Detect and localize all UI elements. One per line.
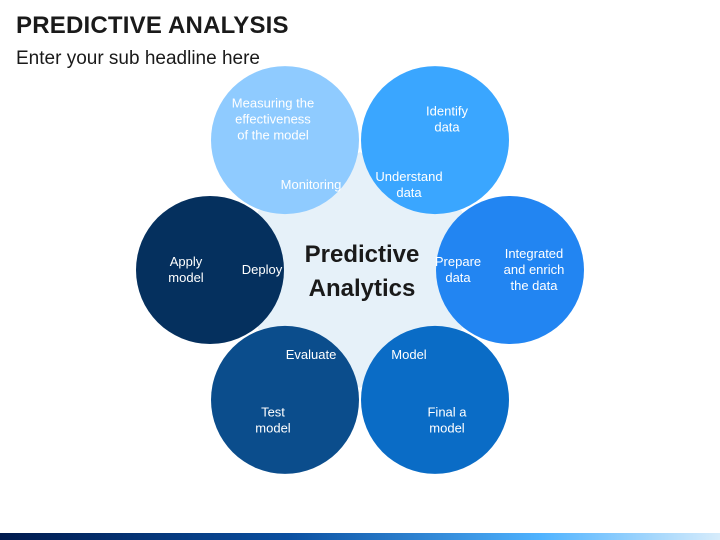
outer-label-line: model xyxy=(429,421,465,436)
inner-label-line: data xyxy=(396,185,422,200)
circle-deploy-fill xyxy=(136,196,284,344)
outer-label-line: model xyxy=(168,270,204,285)
inner-label-line: Understand xyxy=(375,169,442,184)
page-subtitle: Enter your sub headline here xyxy=(16,48,260,69)
circle-monitoring-fill xyxy=(211,66,359,215)
outer-label-line: Test xyxy=(261,405,285,420)
inner-label-line: Deploy xyxy=(242,262,283,277)
inner-label-line: Monitoring xyxy=(281,177,342,192)
outer-label-line: the data xyxy=(511,278,559,293)
outer-label-line: Final a xyxy=(427,405,467,420)
outer-label-line: Measuring the xyxy=(232,95,314,110)
circle-understand-fill xyxy=(361,66,509,215)
inner-label-line: data xyxy=(445,270,471,285)
outer-label-line: and enrich xyxy=(504,262,565,277)
circle-monitoring-inner-label: Monitoring xyxy=(281,177,342,192)
outer-label-line: model xyxy=(255,421,291,436)
outer-label-line: of the model xyxy=(237,127,309,142)
outer-label-line: Apply xyxy=(170,254,203,269)
circle-model-inner-label: Model xyxy=(391,347,427,362)
circle-prepare-fill xyxy=(436,196,584,344)
inner-label-line: Evaluate xyxy=(286,347,337,362)
circle-evaluate-fill xyxy=(211,325,359,474)
circle-deploy-inner-label: Deploy xyxy=(242,262,283,277)
circle-model-fill xyxy=(361,325,509,474)
outer-label-line: Integrated xyxy=(505,246,564,261)
outer-label-line: data xyxy=(434,119,460,134)
center-hexagon xyxy=(257,152,463,388)
bottom-gradient-bar xyxy=(0,533,720,540)
inner-label-line: Model xyxy=(391,347,427,362)
circle-evaluate-inner-label: Evaluate xyxy=(286,347,337,362)
outer-label-line: Identify xyxy=(426,103,468,118)
outer-label-line: effectiveness xyxy=(235,111,311,126)
inner-label-line: Prepare xyxy=(435,254,481,269)
page-title: PREDICTIVE ANALYSIS xyxy=(16,12,289,39)
center-label-line-2: Analytics xyxy=(309,275,416,302)
center-label-line-1: Predictive xyxy=(305,241,420,268)
